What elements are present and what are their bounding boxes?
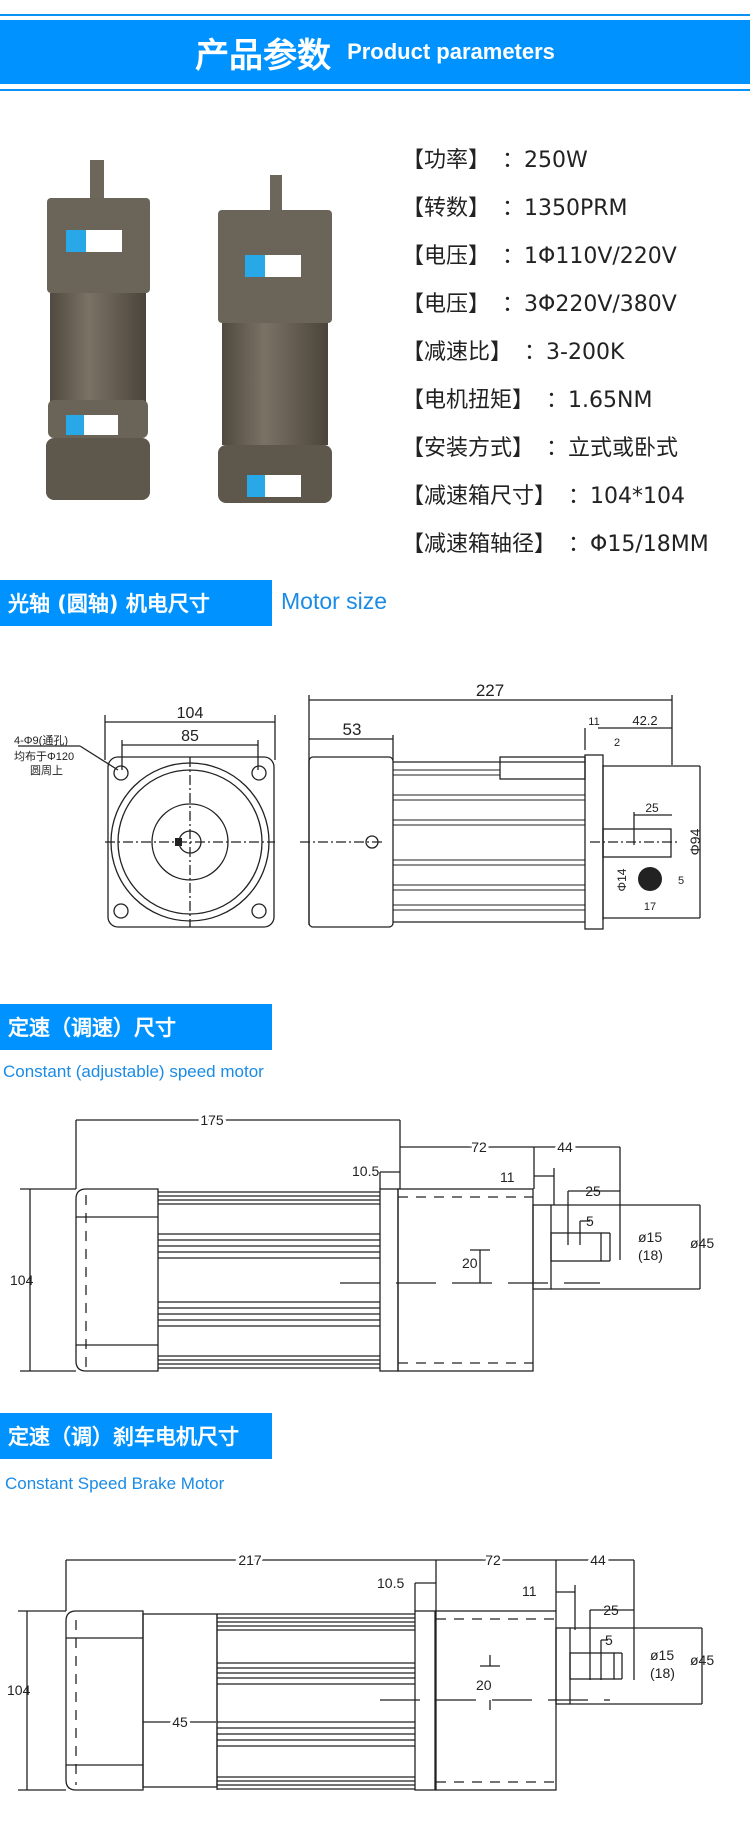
dim-104: 104 bbox=[7, 1682, 31, 1698]
fins bbox=[216, 1613, 415, 1790]
front-view bbox=[18, 715, 276, 928]
header-top-rule bbox=[0, 14, 750, 16]
dim-85: 85 bbox=[181, 728, 199, 745]
dim-5: 5 bbox=[678, 875, 684, 887]
spec-label: 【电机扭矩】 bbox=[402, 388, 535, 413]
hole-note-2: 均布于Φ120 bbox=[14, 750, 74, 763]
spec-label: 【电压】 bbox=[402, 292, 491, 317]
spec-label: 【减速箱轴径】 bbox=[402, 532, 557, 557]
header-title-zh: 产品参数 bbox=[195, 35, 332, 76]
spec-value: ：104*104 bbox=[568, 484, 685, 509]
section-title-motor-size: 光轴 (圆轴) 机电尺寸 bbox=[0, 580, 272, 626]
spec-label: 【功率】 bbox=[402, 148, 491, 173]
spec-value: ：1.65NM bbox=[546, 388, 653, 413]
spec-row: 【减速箱尺寸】 ：104*104 bbox=[402, 470, 709, 518]
spec-value: ：3-200K bbox=[524, 340, 625, 365]
spec-value: ：Φ15/18MM bbox=[568, 532, 709, 557]
dim-20: 20 bbox=[476, 1677, 492, 1693]
dim-42-2: 42.2 bbox=[632, 713, 657, 728]
section-subtitle-constant: Constant (adjustable) speed motor bbox=[3, 1062, 264, 1081]
dim-25: 25 bbox=[645, 801, 659, 815]
dim-phi14: Φ14 bbox=[615, 868, 629, 891]
dim-72: 72 bbox=[471, 1139, 487, 1155]
fins bbox=[158, 1191, 380, 1369]
header-title-en: Product parameters bbox=[347, 39, 555, 64]
dim-45: 45 bbox=[172, 1714, 188, 1730]
spec-value: ：1350PRM bbox=[502, 196, 628, 221]
spec-value: ：3Φ220V/380V bbox=[502, 292, 677, 317]
dim-shaft-dia-alt: (18) bbox=[650, 1665, 675, 1681]
dim-72: 72 bbox=[485, 1552, 501, 1568]
spec-row: 【电压】 ：3Φ220V/380V bbox=[402, 278, 709, 326]
dim-10-5: 10.5 bbox=[352, 1163, 379, 1179]
spec-row: 【转数】 ：1350PRM bbox=[402, 182, 709, 230]
dim-phi94: Φ94 bbox=[687, 828, 703, 855]
motor-right bbox=[218, 175, 332, 503]
dim-shaft-dia-alt: (18) bbox=[638, 1247, 663, 1263]
dim-2: 2 bbox=[614, 737, 620, 749]
spec-label: 【转数】 bbox=[402, 196, 491, 221]
spec-label: 【减速比】 bbox=[402, 340, 513, 365]
dim-5: 5 bbox=[586, 1213, 594, 1229]
dim-11: 11 bbox=[522, 1583, 537, 1599]
dim-104: 104 bbox=[10, 1272, 34, 1288]
dim-53: 53 bbox=[343, 720, 362, 739]
dim-44: 44 bbox=[557, 1139, 573, 1155]
section-subtitle-brake: Constant Speed Brake Motor bbox=[5, 1474, 225, 1493]
header-banner: 产品参数 Product parameters bbox=[0, 20, 750, 84]
dim-11: 11 bbox=[500, 1169, 515, 1185]
spec-row: 【安装方式】 ：立式或卧式 bbox=[402, 422, 709, 470]
spec-label: 【电压】 bbox=[402, 244, 491, 269]
dim-175: 175 bbox=[200, 1112, 224, 1128]
spec-row: 【功率】 ：250W bbox=[402, 134, 709, 182]
header-bottom-rule bbox=[0, 89, 750, 91]
spec-row: 【电机扭矩】 ：1.65NM bbox=[402, 374, 709, 422]
dim-20: 20 bbox=[462, 1255, 478, 1271]
dim-11: 11 bbox=[588, 716, 599, 728]
motor-left bbox=[46, 160, 150, 500]
product-photo bbox=[46, 160, 332, 503]
dim-104: 104 bbox=[177, 705, 204, 722]
dim-217: 217 bbox=[238, 1552, 262, 1568]
section-title-constant: 定速（调速）尺寸 bbox=[0, 1004, 272, 1050]
dim-17: 17 bbox=[644, 901, 656, 913]
dim-25: 25 bbox=[603, 1602, 619, 1618]
dim-44: 44 bbox=[590, 1552, 606, 1568]
dim-10-5: 10.5 bbox=[377, 1575, 404, 1591]
hole-note-1: 4-Φ9(通孔) bbox=[14, 734, 68, 747]
key-mark bbox=[175, 838, 182, 846]
dim-boss-dia: ø45 bbox=[690, 1235, 714, 1251]
side-view bbox=[300, 695, 701, 930]
dim-boss-dia: ø45 bbox=[690, 1652, 714, 1668]
spec-value: ：1Φ110V/220V bbox=[502, 244, 677, 269]
spec-row: 【电压】 ：1Φ110V/220V bbox=[402, 230, 709, 278]
section-title-brake: 定速（调）刹车电机尺寸 bbox=[0, 1413, 272, 1459]
dim-shaft-dia: ø15 bbox=[638, 1229, 662, 1245]
spec-row: 【减速比】 ：3-200K bbox=[402, 326, 709, 374]
dim-5: 5 bbox=[605, 1632, 613, 1648]
shaft-section bbox=[638, 867, 662, 891]
spec-value: ：250W bbox=[502, 148, 588, 173]
spec-label: 【减速箱尺寸】 bbox=[402, 484, 557, 509]
spec-label: 【安装方式】 bbox=[402, 436, 535, 461]
dim-shaft-dia: ø15 bbox=[650, 1647, 674, 1663]
spec-list: 【功率】：250W 【转数】：1350PRM 【电压】：1Φ110V/220V … bbox=[402, 134, 709, 566]
spec-value: ：立式或卧式 bbox=[546, 436, 679, 461]
spec-row: 【减速箱轴径】 ：Φ15/18MM bbox=[402, 518, 709, 566]
dim-25: 25 bbox=[585, 1183, 601, 1199]
section-subtitle-motor-size: Motor size bbox=[281, 588, 388, 614]
dim-227: 227 bbox=[476, 681, 504, 700]
hole-note-3: 圆周上 bbox=[30, 764, 63, 777]
